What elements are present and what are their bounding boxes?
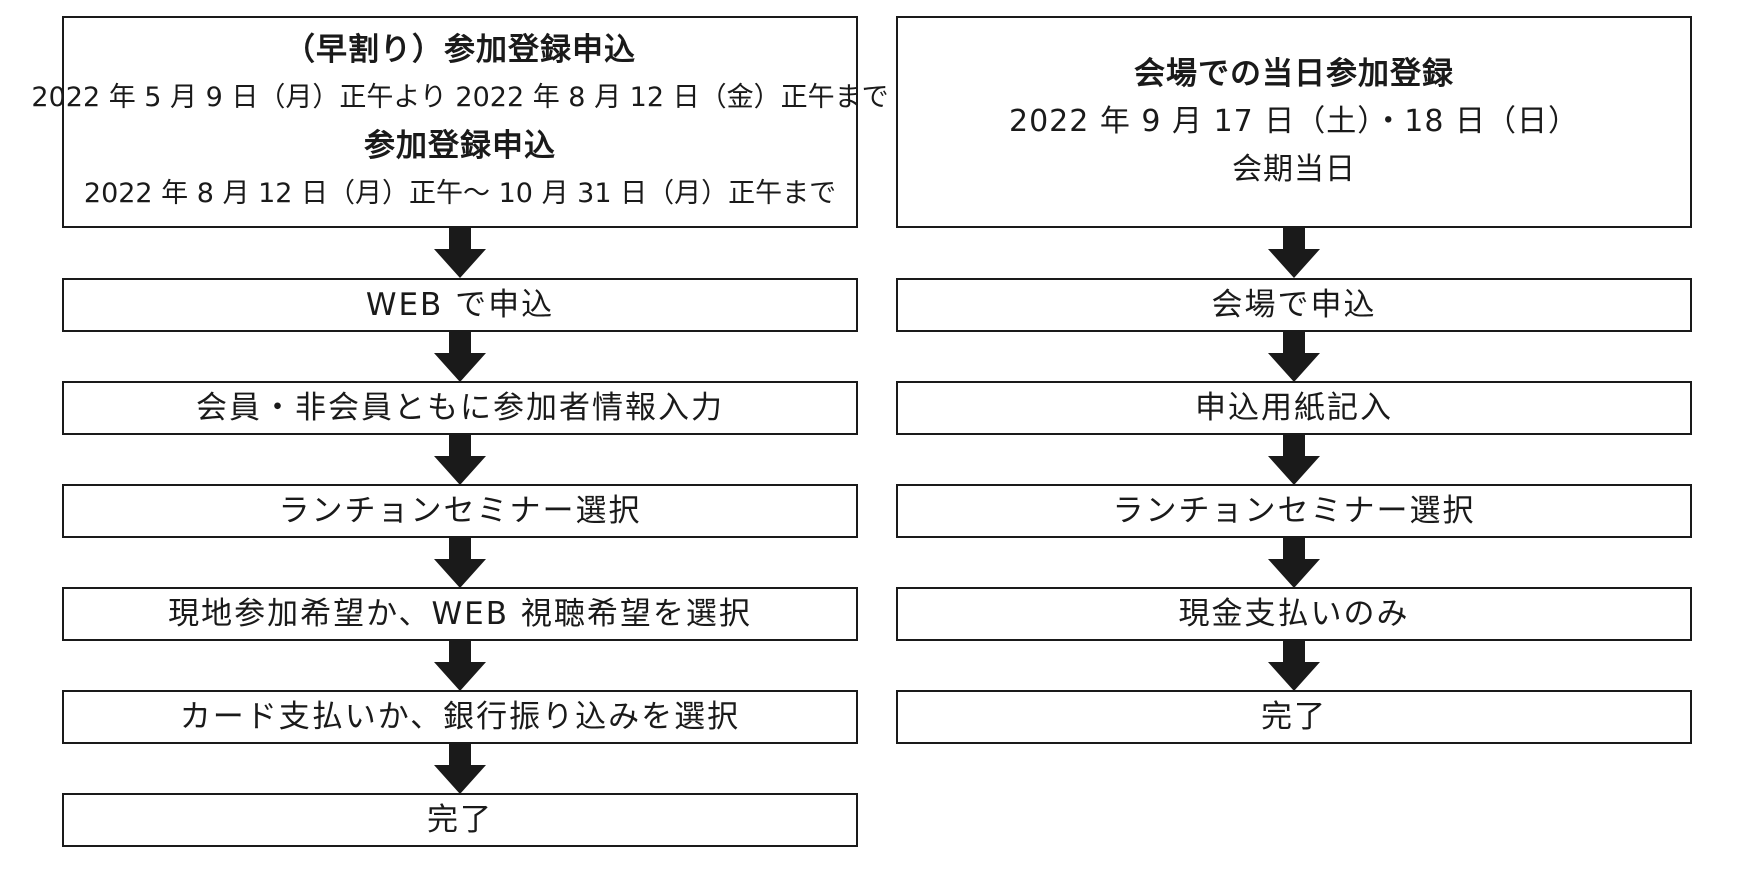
onsite-registration-title: 会場での当日参加登録 — [1134, 56, 1454, 92]
step-complete: 完了 — [896, 690, 1692, 744]
step-application-form: 申込用紙記入 — [896, 381, 1692, 435]
step-luncheon-seminar: ランチョンセミナー選択 — [896, 484, 1692, 538]
advance-registration-header: （早割り）参加登録申込 2022 年 5 月 9 日（月）正午より 2022 年… — [31, 16, 889, 228]
down-arrow-icon — [434, 641, 486, 691]
step-web-apply: WEB で申込 — [62, 278, 858, 332]
step-cash-payment: 現金支払いのみ — [896, 587, 1692, 641]
onsite-registration-note: 会期当日 — [1232, 152, 1356, 187]
down-arrow-icon — [1268, 332, 1320, 382]
early-registration-title: （早割り）参加登録申込 — [284, 32, 636, 68]
down-arrow-icon — [434, 332, 486, 382]
regular-registration-period: 2022 年 8 月 12 日（月）正午～ 10 月 31 日（月）正午まで — [83, 178, 837, 209]
down-arrow-icon — [1268, 435, 1320, 485]
down-arrow-icon — [434, 744, 486, 794]
early-registration-period: 2022 年 5 月 9 日（月）正午より 2022 年 8 月 12 日（金）… — [31, 82, 889, 113]
step-onsite-apply: 会場で申込 — [896, 278, 1692, 332]
regular-registration-title: 参加登録申込 — [364, 128, 556, 164]
step-attendance-mode: 現地参加希望か、WEB 視聴希望を選択 — [62, 587, 858, 641]
down-arrow-icon — [1268, 641, 1320, 691]
step-luncheon-seminar: ランチョンセミナー選択 — [62, 484, 858, 538]
step-complete: 完了 — [62, 793, 858, 847]
onsite-registration-header: 会場での当日参加登録 2022 年 9 月 17 日（土）・18 日（日） 会期… — [896, 16, 1692, 228]
down-arrow-icon — [434, 228, 486, 278]
down-arrow-icon — [434, 538, 486, 588]
step-payment-method: カード支払いか、銀行振り込みを選択 — [62, 690, 858, 744]
down-arrow-icon — [1268, 538, 1320, 588]
step-participant-info: 会員・非会員ともに参加者情報入力 — [62, 381, 858, 435]
down-arrow-icon — [1268, 228, 1320, 278]
down-arrow-icon — [434, 435, 486, 485]
onsite-registration-dates: 2022 年 9 月 17 日（土）・18 日（日） — [1009, 104, 1579, 139]
